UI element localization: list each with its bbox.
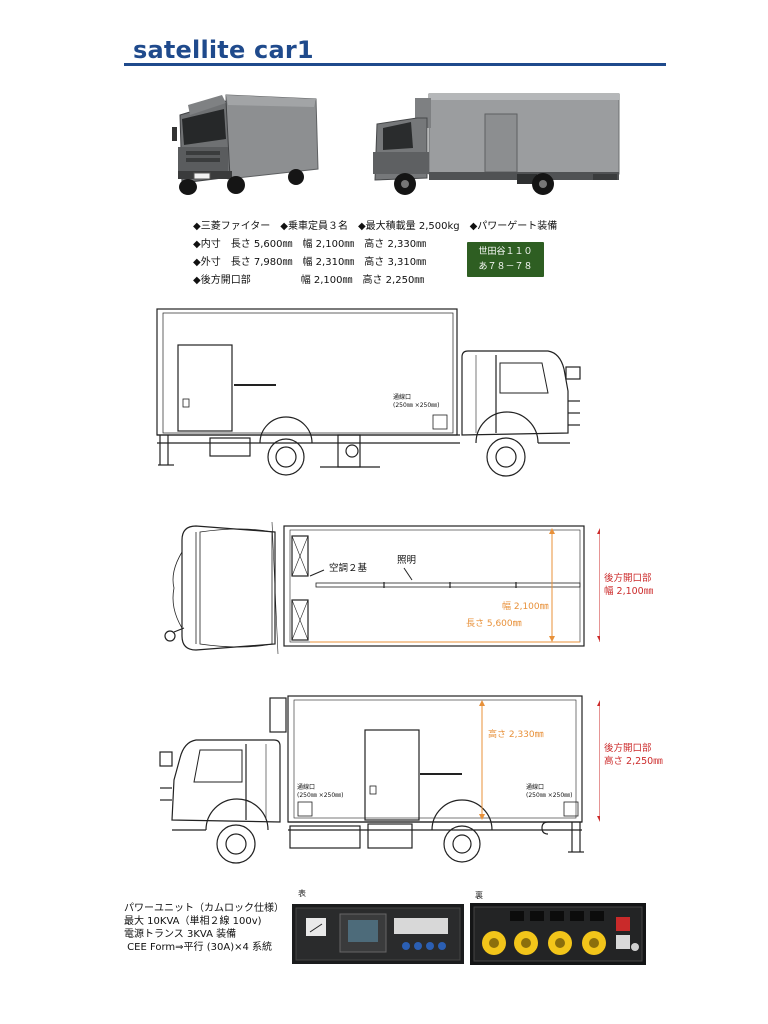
back-label: 裏: [475, 891, 483, 900]
spec-line-2: ◆内寸 長さ 5,600㎜ 幅 2,100㎜ 高さ 2,330㎜: [193, 239, 427, 250]
width-dimension-label: 幅 2,100㎜: [502, 602, 549, 612]
truck-photo-front: [166, 87, 323, 197]
side-view-drawing-1: [156, 308, 581, 477]
power-unit-description: パワーユニット（カムロック仕様） 最大 10KVA（単相２線 100v) 電源ト…: [124, 903, 284, 953]
title-underline: [124, 63, 666, 66]
power-unit-front-photo: [292, 904, 464, 964]
rear-opening-width-label: 後方開口部 幅 2,100㎜: [604, 573, 654, 597]
light-label: 照明: [397, 555, 417, 566]
page-title: satellite car1: [133, 36, 314, 64]
spec-line-4: ◆後方開口部 幅 2,100㎜ 高さ 2,250㎜: [193, 275, 425, 286]
license-plate: 世田谷１１０ あ７８－７８: [467, 242, 544, 277]
side-view-drawing-2: [159, 695, 600, 864]
plate-line-1: 世田谷１１０: [478, 247, 533, 257]
power-unit-back-photo: [470, 903, 646, 965]
front-label: 表: [298, 889, 306, 898]
top-view-drawing: [164, 521, 600, 655]
truck-photo-side: [357, 88, 623, 198]
vent-label-side-2-left: 通線口 (250㎜ ×250㎜): [297, 784, 344, 799]
vent-label-side-2-right: 通線口 (250㎜ ×250㎜): [526, 784, 573, 799]
vent-label-side-1: 通線口 (250㎜ ×250㎜): [393, 394, 440, 409]
spec-line-3: ◆外寸 長さ 7,980㎜ 幅 2,310㎜ 高さ 3,310㎜: [193, 257, 427, 268]
ac-label: 空調２基: [329, 563, 368, 574]
rear-opening-height-label: 後方開口部 高さ 2,250㎜: [604, 743, 663, 767]
length-dimension-label: 長さ 5,600㎜: [466, 619, 522, 629]
height-dimension-label: 高さ 2,330㎜: [488, 730, 544, 740]
plate-line-2: あ７８－７８: [478, 262, 533, 272]
spec-line-1: ◆三菱ファイター ◆乗車定員３名 ◆最大積載量 2,500kg ◆パワーゲート装…: [193, 221, 558, 232]
